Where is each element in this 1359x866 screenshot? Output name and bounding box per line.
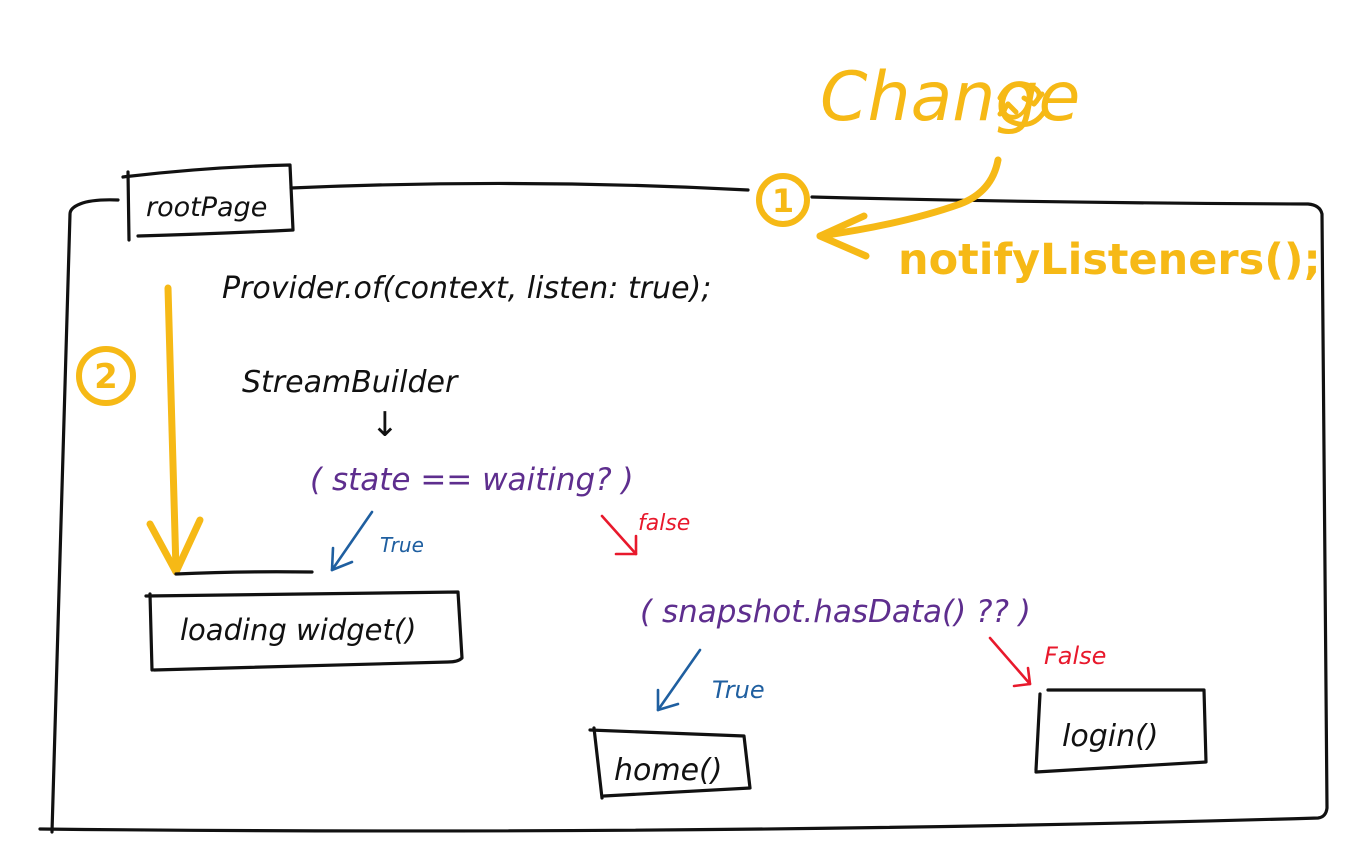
stream-builder-label: StreamBuilder (242, 365, 459, 400)
provider-call: Provider.of(context, listen: true); (222, 271, 711, 306)
data-true-arrow (656, 648, 702, 712)
root-page-label-box (121, 163, 295, 242)
login-label: login() (1062, 719, 1159, 754)
home-label: home() (614, 753, 722, 788)
home-box (588, 726, 752, 800)
step-two-arrow (146, 284, 204, 576)
waiting-false-arrow (600, 514, 638, 556)
down-arrow-icon: ↓ (371, 405, 400, 445)
root-page-label: rootPage (146, 192, 267, 223)
has-data-condition: ( snapshot.hasData() ?? ) (640, 594, 1031, 630)
waiting-true-label: True (380, 533, 424, 557)
step-two-circle (76, 346, 136, 406)
root-page-frame (38, 181, 1329, 834)
data-false-label: False (1044, 642, 1106, 670)
waiting-false-label: false (638, 511, 690, 536)
refresh-icon (997, 81, 1047, 127)
data-false-arrow (988, 636, 1032, 688)
login-box (1034, 688, 1208, 774)
notify-listeners-label: notifyListeners(); (898, 235, 1321, 285)
waiting-true-arrow (330, 510, 374, 572)
step-one-label: 1 (772, 182, 794, 220)
step-one-circle (756, 173, 810, 227)
loading-widget-label: loading widget() (180, 613, 416, 647)
step-two-label: 2 (94, 357, 118, 397)
waiting-condition: ( state == waiting? ) (310, 462, 634, 498)
step-one-arrow (816, 156, 1002, 260)
data-true-label: True (712, 676, 765, 704)
loading-widget-box (144, 570, 464, 672)
